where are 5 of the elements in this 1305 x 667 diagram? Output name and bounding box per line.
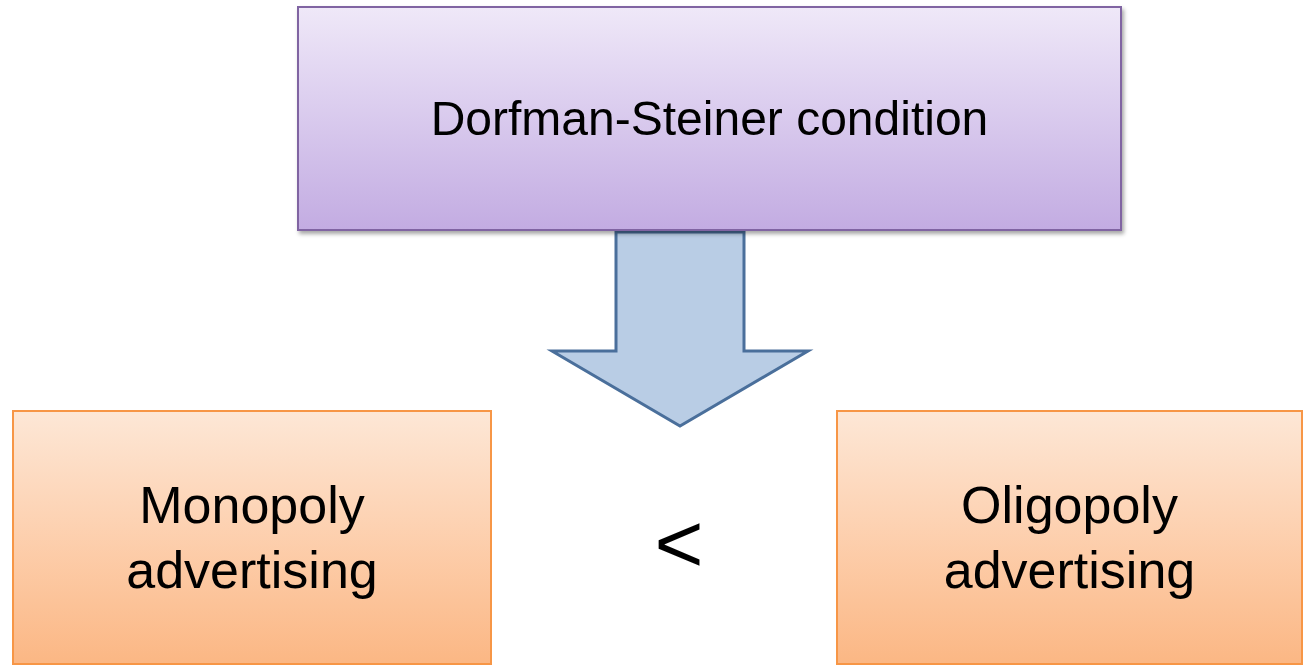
block-arrow: [546, 230, 814, 428]
comparison-symbol: <: [629, 428, 729, 608]
text-box: Dorfman-Steiner condition: [297, 6, 1122, 231]
text-box: Monopoly advertising: [12, 410, 492, 665]
text-box: Oligopoly advertising: [836, 410, 1303, 665]
